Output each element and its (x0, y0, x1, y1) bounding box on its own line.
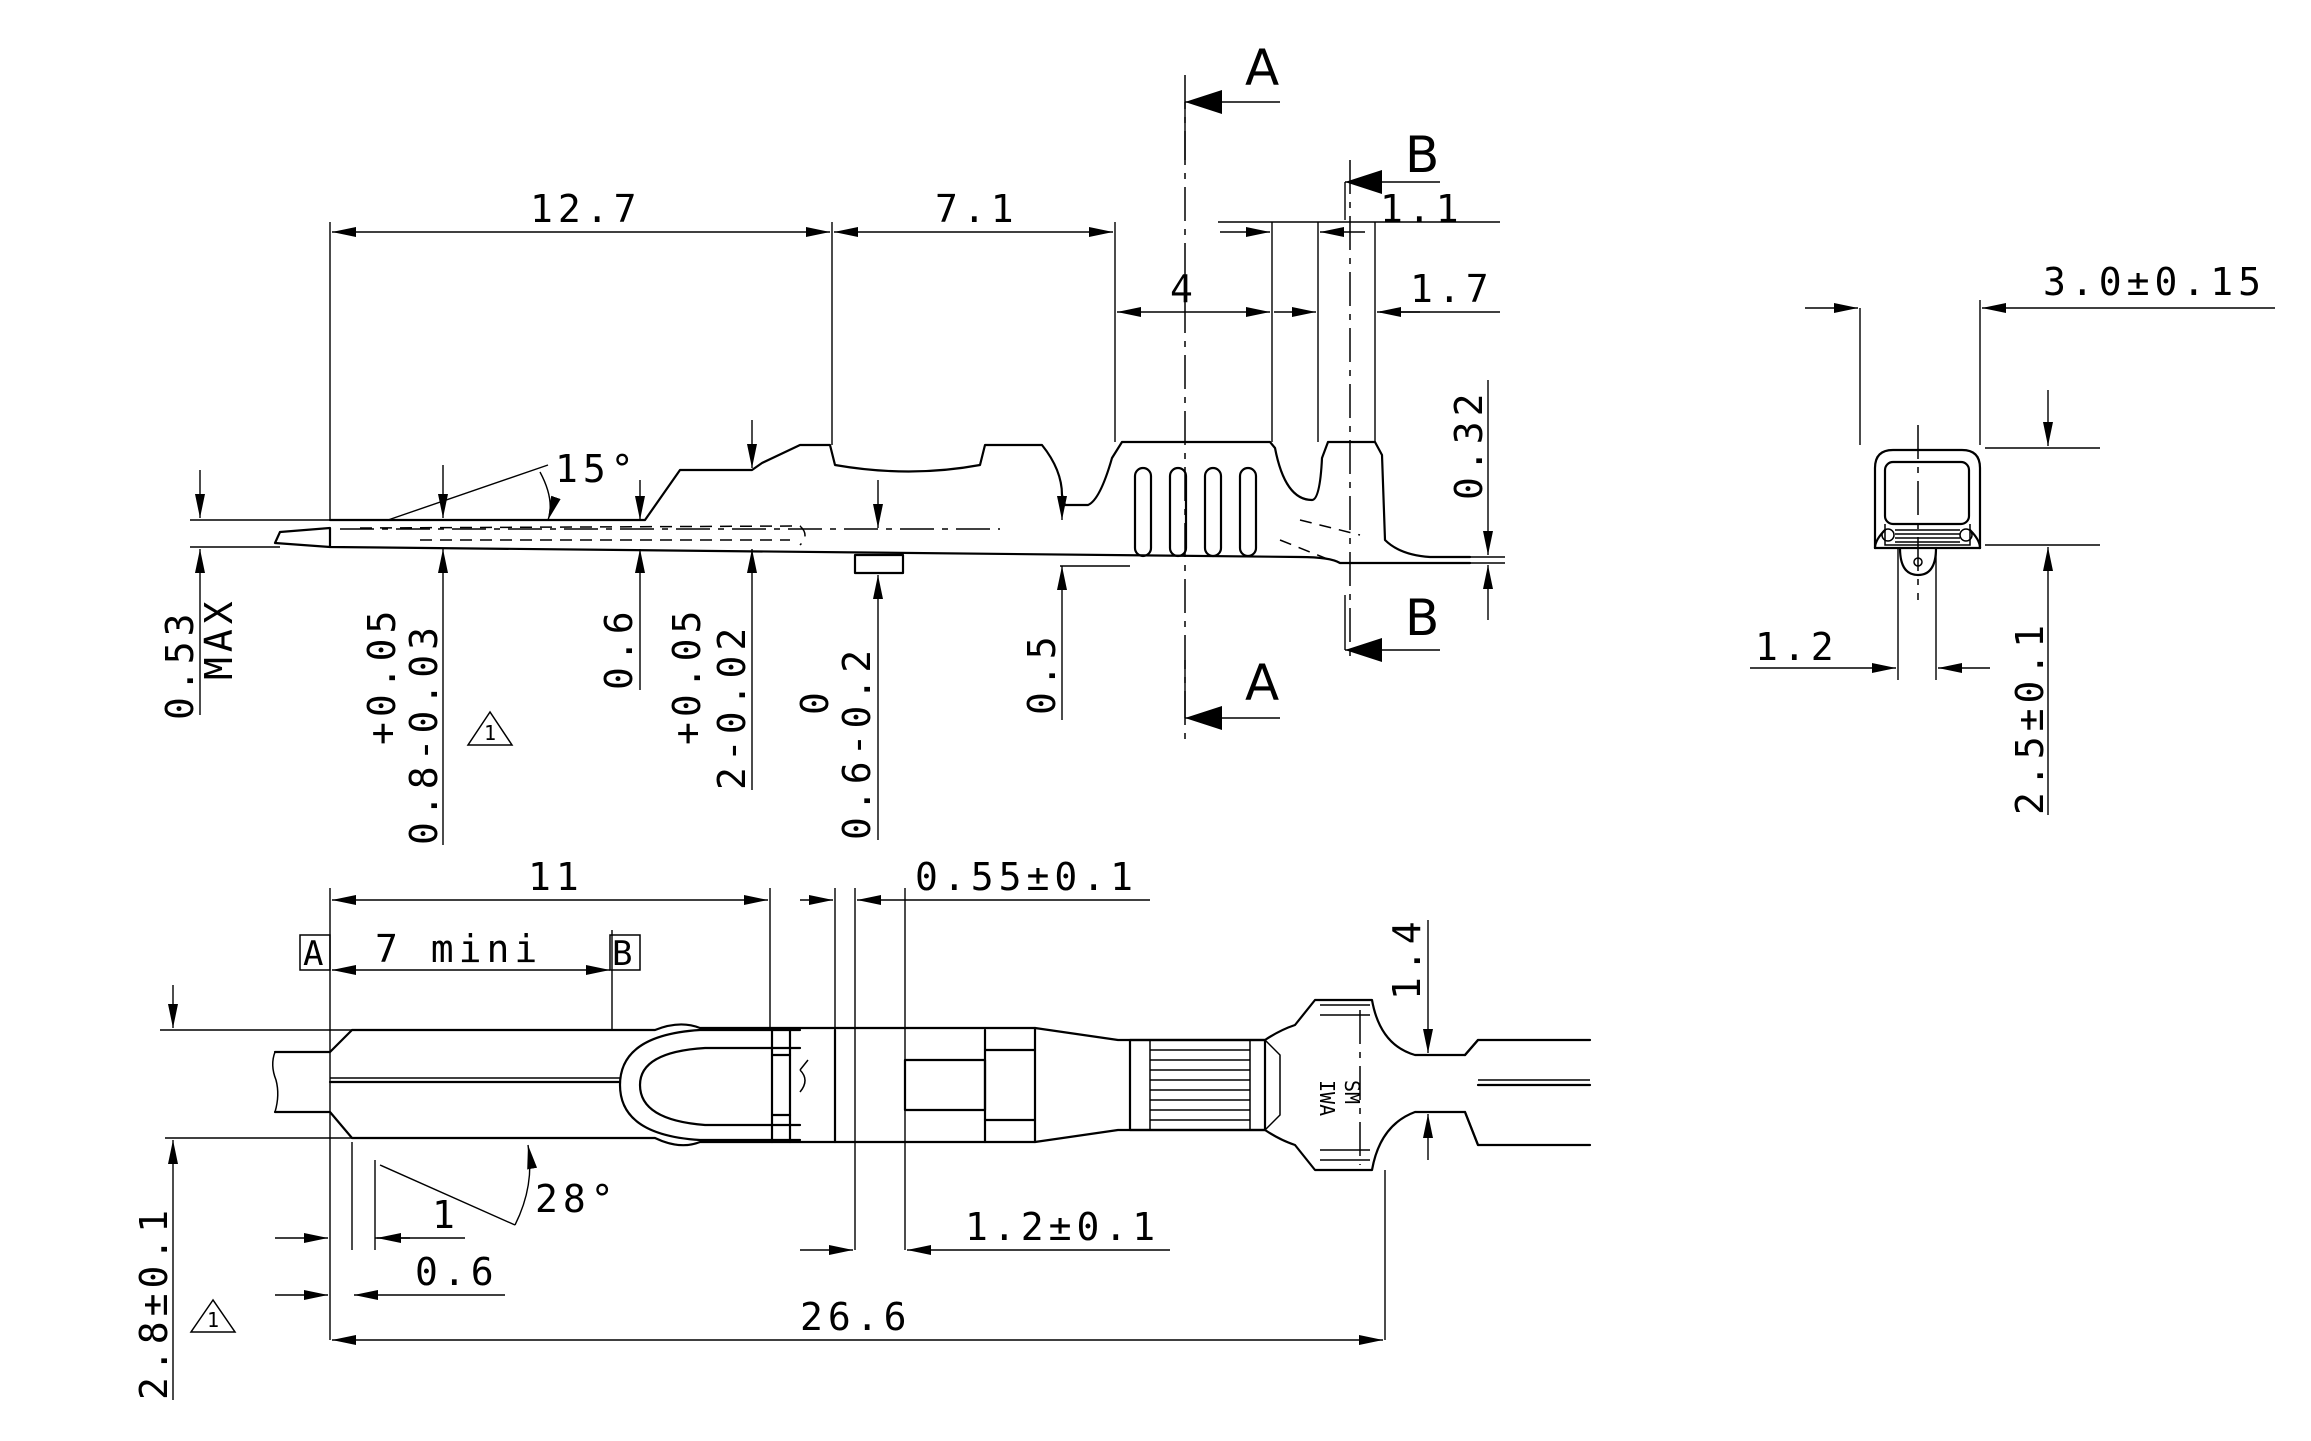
side-view (273, 75, 1472, 740)
section-a-bottom-label: A (1245, 654, 1279, 712)
section-a-top-label: A (1245, 39, 1279, 97)
dim-7-1: 7.1 (935, 187, 1019, 231)
datum-a: A (303, 934, 327, 974)
dim-2-tolerance: +0.05 (665, 606, 709, 745)
section-b-bottom-label: B (1405, 589, 1439, 647)
dim-0-53: 0.53 (158, 608, 202, 720)
dim-7-mini: 7 mini (375, 927, 542, 971)
end-view (1873, 425, 1982, 600)
top-view-terminal-outline (273, 998, 1592, 1172)
note-flag-triangle-side (466, 710, 514, 746)
dim-0-6-top: 0.6 (415, 1250, 499, 1294)
dim-max: MAX (197, 596, 241, 680)
dim-1-2-top: 1.2±0.1 (965, 1205, 1160, 1249)
dim-1-2-end: 1.2 (1755, 625, 1839, 669)
dim-2: 2-0.02 (710, 623, 754, 790)
dim-0-6b: 0.6-0.2 (835, 645, 879, 840)
dim-4: 4 (1170, 267, 1198, 311)
dim-0-32: 0.32 (1447, 388, 1491, 500)
top-view-dimensions: 11 0.55±0.1 A B 7 mini 1.4 2.8±0.1 1 28° (132, 855, 1440, 1400)
dim-2-5: 2.5±0.1 (2008, 620, 2052, 815)
dim-0-6b-tolerance: 0 (793, 687, 837, 715)
note-flag-top: 1 (207, 1308, 219, 1332)
dim-0-6-side: 0.6 (597, 606, 641, 690)
note-flag-triangle-top (189, 1298, 237, 1333)
top-view: SM IWA (272, 998, 1592, 1172)
dim-11: 11 (528, 855, 584, 899)
dim-26-6: 26.6 (800, 1295, 912, 1339)
end-view-dimensions: 3.0±0.15 2.5±0.1 1.2 (1750, 260, 2275, 815)
dim-0-8: 0.8-0.03 (402, 622, 446, 845)
dim-1-7: 1.7 (1410, 267, 1494, 311)
dim-15-degrees: 15° (555, 447, 639, 491)
section-b-top-label: B (1405, 126, 1439, 184)
side-view-dimensions: 12.7 7.1 4 1.1 1.7 0.32 15° 0.53 MAX +0 (158, 187, 1505, 845)
crimp-slots (1133, 466, 1258, 558)
datum-b: B (612, 934, 636, 974)
dim-1: 1 (432, 1193, 460, 1237)
dim-1-1: 1.1 (1380, 187, 1464, 231)
dim-12-7: 12.7 (530, 187, 642, 231)
dim-3-0: 3.0±0.15 (2043, 260, 2266, 304)
dim-0-8-tolerance: +0.05 (360, 606, 404, 745)
dim-0-55: 0.55±0.1 (915, 855, 1138, 899)
dim-1-4: 1.4 (1385, 916, 1429, 1000)
dim-0-5: 0.5 (1020, 631, 1064, 715)
dim-2-8: 2.8±0.1 (132, 1205, 176, 1400)
section-markers: A A B B (1184, 39, 1440, 730)
note-flag-side: 1 (484, 721, 496, 745)
dim-28-degrees: 28° (535, 1177, 619, 1221)
side-view-lance (853, 553, 905, 575)
marking-iwa: IWA (1315, 1080, 1339, 1116)
